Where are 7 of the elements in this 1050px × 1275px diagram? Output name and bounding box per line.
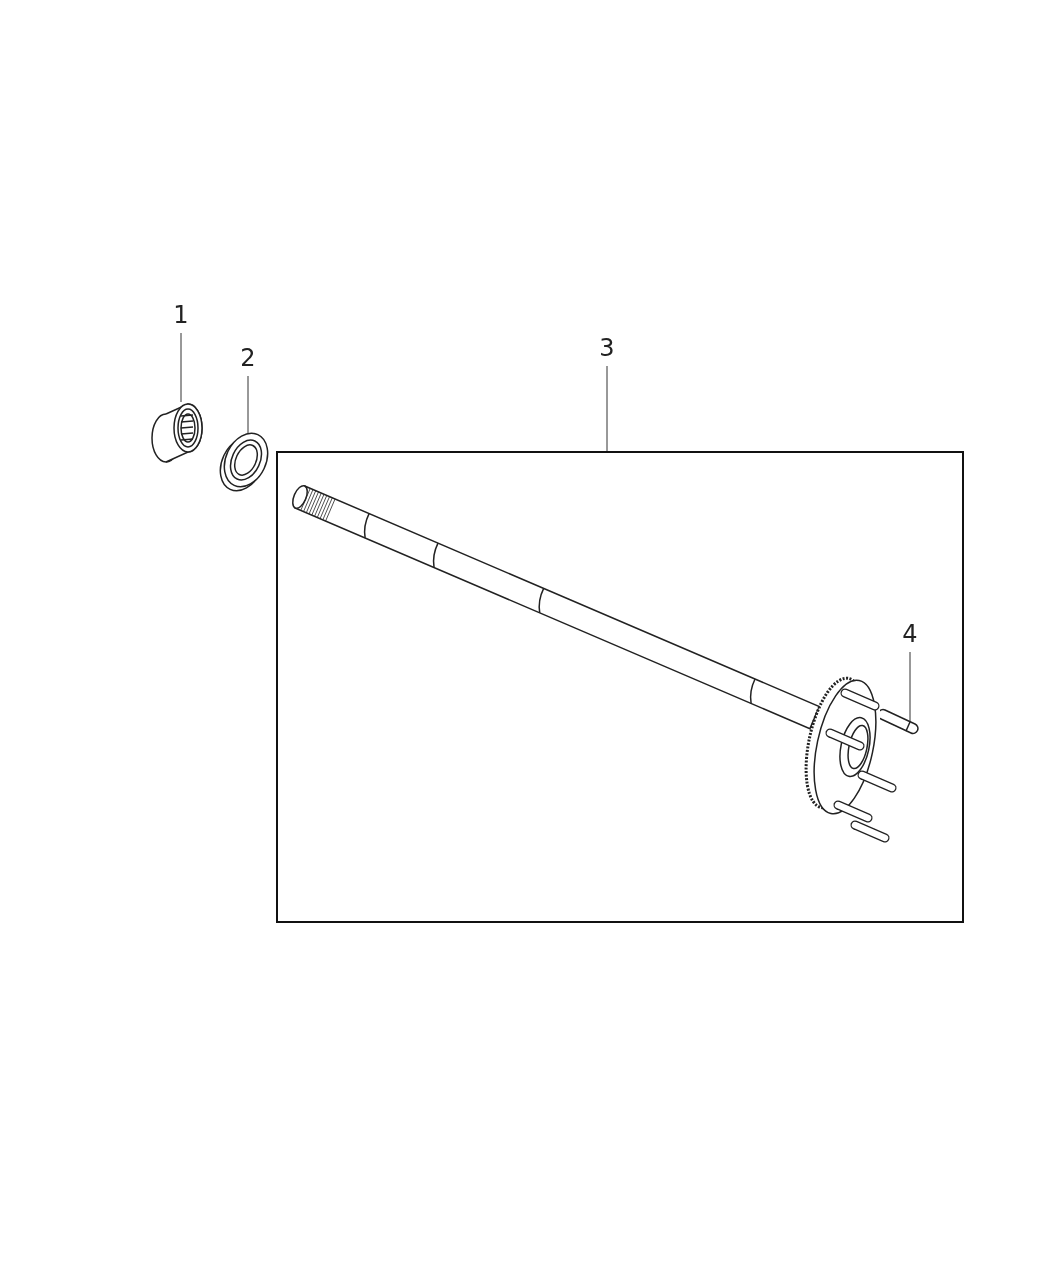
leader-line: [606, 365, 608, 453]
leader-line: [180, 332, 182, 403]
callout-number: 3: [598, 336, 616, 360]
frame-box: [276, 451, 964, 923]
callout-number: 2: [239, 346, 257, 370]
callout-number: 1: [172, 303, 190, 327]
callout-number: 4: [901, 622, 919, 646]
